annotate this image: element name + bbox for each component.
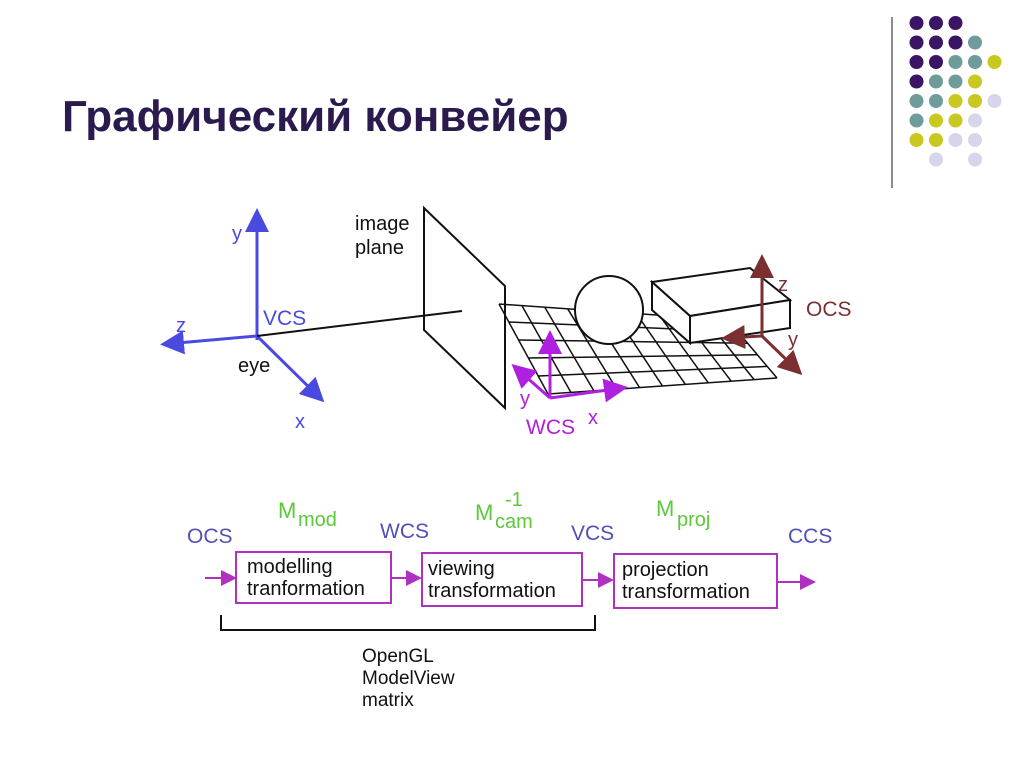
grid-line: [538, 365, 768, 377]
ocs-z-label: z: [778, 274, 788, 296]
transformation-pipeline-diagram: OCS WCS VCS CCS M mod M cam -1 M proj mo…: [187, 489, 832, 711]
decorative-dot: [929, 74, 943, 89]
stage-modelling-line1: modelling: [247, 556, 333, 578]
wcs-name-label: WCS: [526, 416, 575, 439]
vcs-axes: y z x VCS eye: [160, 208, 325, 433]
vcs-z-axis: [160, 330, 258, 355]
stage-modelling-line2: tranformation: [247, 578, 365, 600]
decorative-dot: [968, 74, 982, 89]
decorative-dot: [909, 16, 924, 30]
vcs-x-axis: [255, 334, 325, 403]
decorative-dot: [909, 55, 924, 69]
decorative-dot: [909, 133, 924, 147]
decorative-dot: [968, 35, 982, 50]
svg-text:-1: -1: [505, 489, 523, 511]
stage-viewing: viewing transformation: [421, 552, 583, 607]
decorative-dot: [929, 35, 943, 50]
ocs-y-label: y: [788, 329, 798, 351]
decorative-dot: [909, 35, 924, 50]
ocs-x-axis: [721, 324, 763, 349]
grid-line: [547, 377, 778, 395]
decorative-dot: [948, 74, 963, 89]
modelview-label-line2: ModelView: [362, 668, 455, 689]
stage-projection-line1: projection: [622, 559, 709, 581]
svg-text:M: M: [475, 500, 493, 525]
decorative-dot: [968, 133, 982, 147]
decorative-dot: [948, 55, 963, 69]
space-label-wcs: WCS: [380, 520, 429, 543]
svg-text:M: M: [278, 498, 296, 523]
eye-label: eye: [238, 355, 270, 377]
image-plane-label-line1: image: [355, 213, 409, 235]
decorative-dot: [929, 94, 943, 108]
decorative-dot: [948, 133, 963, 147]
stage-projection-line2: transformation: [622, 581, 750, 603]
modelview-label-line1: OpenGL: [362, 646, 434, 667]
svg-text:cam: cam: [495, 511, 533, 533]
grid-line: [658, 314, 709, 384]
decorative-dot: [987, 94, 1002, 108]
space-label-ccs: CCS: [788, 525, 832, 548]
decorative-dot: [929, 133, 943, 147]
grid-line: [528, 354, 758, 359]
decorative-dot: [968, 152, 982, 167]
space-label-ocs: OCS: [187, 525, 233, 548]
decorative-dot: [968, 55, 982, 69]
stage-viewing-line1: viewing: [428, 558, 495, 580]
decorative-dot: [929, 113, 943, 128]
vcs-z-label: z: [176, 315, 186, 337]
image-plane-label-line2: plane: [355, 237, 404, 259]
decorative-dot: [909, 94, 924, 108]
decorative-dot: [968, 113, 982, 128]
box-object: [649, 266, 793, 346]
decorative-dot: [929, 16, 943, 30]
wcs-y-label: y: [520, 388, 530, 410]
decorative-dot: [948, 94, 963, 108]
vcs-x-label: x: [295, 411, 305, 433]
matrix-label-proj: M proj: [656, 496, 710, 531]
decorative-dot: [909, 74, 924, 89]
stage-viewing-line2: transformation: [428, 580, 556, 602]
viewing-scene-diagram: y z x VCS eye image plane z y OCS y x WC…: [160, 205, 852, 439]
modelview-bracket: [220, 615, 596, 631]
grid-line: [498, 303, 549, 395]
decorative-dot: [968, 94, 982, 108]
svg-text:proj: proj: [677, 509, 710, 531]
svg-text:mod: mod: [298, 509, 337, 531]
decorative-dot: [909, 113, 924, 128]
view-direction-line: [256, 310, 463, 337]
decorative-dot: [948, 113, 963, 128]
vcs-y-label: y: [232, 223, 242, 245]
grid-line: [544, 306, 595, 392]
decorative-dot: [929, 152, 943, 167]
wcs-x-axis: [549, 378, 628, 403]
wcs-x-label: x: [588, 407, 598, 429]
stage-projection: projection transformation: [613, 553, 778, 609]
wcs-axes: y x WCS: [511, 330, 628, 439]
modelview-label-line3: matrix: [362, 690, 414, 711]
matrix-label-cam-inverse: M cam -1: [475, 489, 533, 533]
decorative-dot: [987, 55, 1002, 69]
slide-title: Графический конвейер: [62, 92, 569, 141]
decorative-dot-grid: [891, 16, 1002, 188]
image-plane: image plane: [355, 205, 506, 411]
svg-text:M: M: [656, 496, 674, 521]
ocs-name-label: OCS: [806, 298, 852, 321]
space-label-vcs: VCS: [571, 522, 614, 545]
wcs-z-axis: [511, 364, 551, 400]
decorative-dot: [948, 16, 963, 30]
ocs-axes: z y OCS: [721, 254, 852, 376]
sphere-object: [574, 275, 644, 345]
vcs-name-label: VCS: [263, 307, 306, 330]
ocs-y-axis: [760, 334, 803, 376]
matrix-label-mod: M mod: [278, 498, 337, 531]
decorative-dot: [948, 35, 963, 50]
decorative-dot: [929, 55, 943, 69]
grid-line: [635, 313, 687, 385]
stage-modelling: modelling tranformation: [235, 551, 392, 604]
grid-line: [567, 308, 618, 390]
